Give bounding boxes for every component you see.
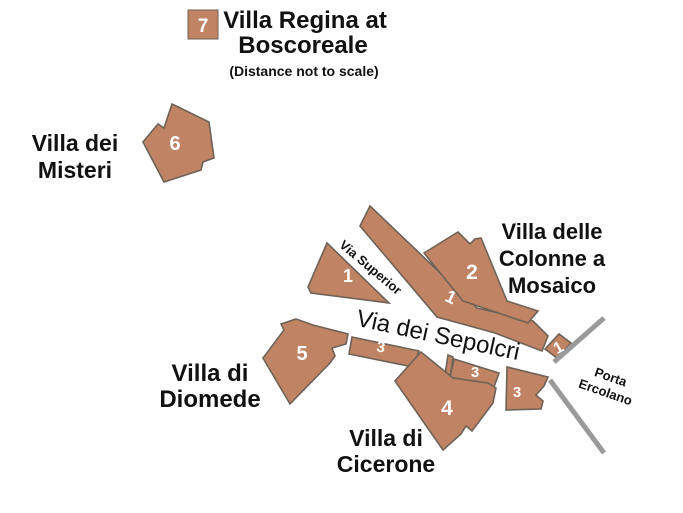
city-wall-south-segment	[547, 378, 607, 455]
legend-title-line2: Boscoreale	[238, 32, 367, 59]
legend-7-box	[187, 9, 219, 40]
villa-colonne-label-line1: Villa delle	[501, 219, 602, 244]
legend-7-number: 7	[198, 16, 209, 37]
villa-diomede-label-line2: Diomede	[159, 386, 260, 413]
site-number-3-strip: 3	[376, 338, 387, 356]
villa-colonne-shape	[422, 230, 540, 324]
villa-diomede-label-line1: Villa di	[172, 360, 249, 387]
site-number-3-east: 3	[513, 384, 521, 401]
site-1-west-shape	[307, 241, 392, 305]
villa-cicerone-label-line1: Villa di	[349, 425, 423, 451]
site-number-3-strip-group: 3	[376, 338, 387, 356]
city-wall-north-segment	[552, 316, 606, 364]
legend-note: (Distance not to scale)	[229, 63, 378, 79]
site-number-6: 6	[169, 133, 180, 155]
legend-title-line1: Villa Regina at	[223, 7, 387, 34]
villa-misteri-label-line2: Misteri	[38, 157, 112, 183]
villa-colonne-label-line2: Colonne a	[499, 246, 606, 271]
site-number-3-middle: 3	[471, 364, 479, 381]
villa-cicerone-shape	[393, 350, 497, 452]
site-number-4: 4	[441, 397, 453, 420]
villa-misteri-label-line1: Villa dei	[32, 130, 119, 156]
porta-ercolano-label-group: Porta Ercolano	[577, 364, 635, 408]
villa-cicerone-label-line2: Cicerone	[337, 451, 435, 477]
villa-colonne-label-line3: Mosaico	[508, 273, 596, 298]
site-number-2: 2	[466, 261, 478, 284]
villa-misteri-shape	[142, 102, 215, 183]
site-number-5: 5	[296, 343, 307, 365]
site-number-1-west: 1	[343, 266, 353, 286]
site-1-gate-shape	[543, 332, 573, 360]
site-3-east-shape	[505, 365, 550, 411]
villa-diomede-shape	[262, 318, 349, 406]
